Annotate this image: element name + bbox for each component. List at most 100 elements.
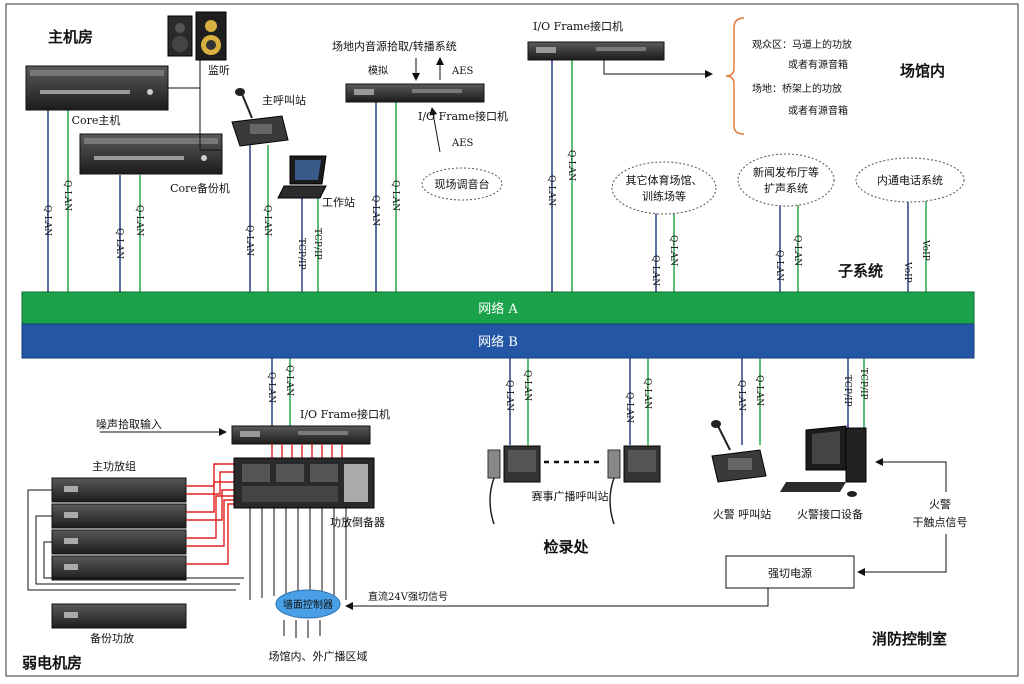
other-venues-line-1: 其它体育场馆、 [626,173,703,187]
svg-text:Q-LAN: Q-LAN [390,180,400,211]
svg-text:Q-LAN: Q-LAN [262,205,272,236]
strong-cut-label: 强切电源 [768,566,812,580]
svg-text:TCP/IP: TCP/IP [858,368,868,400]
other-venues-cloud [611,161,717,215]
workstation-label: 工作站 [322,195,355,209]
fire-paging-icon [711,420,767,483]
monitor-label: 监听 [208,64,230,77]
event-paging-station-2 [607,445,661,525]
event-paging-label: 赛事广播呼叫站 [532,489,609,503]
core-to-monitor [168,60,201,89]
amp-switcher-label: 功放倒备器 [330,515,385,529]
strong-cut-box [725,555,855,589]
venue-audio-label: 场地内音源拾取/转播系统 [332,39,457,53]
svg-text:VoIP: VoIP [920,239,930,261]
dc24-arrow [345,588,769,610]
fire-paging-label: 火警 呼叫站 [713,507,772,521]
backup-amp-device [51,603,187,629]
svg-text:Q-LAN: Q-LAN [754,375,764,406]
computer-icon [780,425,867,497]
io-frame-bottom-label: I/O Frame接口机 [300,407,390,421]
io-frame-top-label: I/O Frame接口机 [533,19,623,33]
io-frame-mid-device [345,83,485,103]
audience-line-2: 或者有源音箱 [788,58,848,71]
other-venues-line-2: 训练场等 [642,189,686,203]
red-wires [186,444,343,565]
svg-text:VoIP: VoIP [902,261,912,283]
fire-alarm-arrow-down [857,534,947,576]
dc24-label: 直流24V强切信号 [368,590,448,603]
svg-text:Q-LAN: Q-LAN [546,175,556,206]
svg-text:Q-LAN: Q-LAN [792,235,802,266]
press-cloud [737,153,835,207]
svg-text:Q-LAN: Q-LAN [42,205,52,236]
svg-text:Q-LAN: Q-LAN [370,195,380,226]
io-frame-mid-label: I/O Frame接口机 [418,109,508,123]
network-a-label: 网络 A [478,301,518,317]
mixer-arrow [429,107,441,153]
svg-text:Q-LAN: Q-LAN [668,235,678,266]
io-frame-bottom-device [231,425,371,445]
audience-line-1: 观众区：马道上的功放 [752,38,852,51]
subsystem-label: 子系统 [838,262,883,280]
intercom-label: 内通电话系统 [877,173,943,187]
network-b-bar [21,323,975,359]
analog-label: 模拟 [368,64,388,77]
noise-input-label: 噪声拾取输入 [96,417,162,431]
main-paging-icon [231,88,289,147]
svg-text:TCP/IP: TCP/IP [312,228,322,260]
svg-text:Q-LAN: Q-LAN [504,380,514,411]
outer-frame [5,3,1019,677]
amp-switcher-device [233,457,375,509]
svg-text:Q-LAN: Q-LAN [566,150,576,181]
core-main-label: Core主机 [72,113,121,127]
main-amp-stack [51,477,187,581]
mixer-label: 现场调音台 [435,177,490,191]
backup-to-monitor [199,88,222,151]
upper-links [47,60,927,323]
main-room-label: 主机房 [48,28,93,46]
switcher-output-cables [249,508,347,638]
press-line-2: 扩声系统 [764,181,808,195]
amp-wire-bundle [27,489,236,591]
fire-alarm-line-2: 干触点信号 [913,515,968,529]
venue-bracket [725,17,745,135]
aes-top-label: AES [451,66,474,77]
fire-interface-label: 火警接口设备 [797,507,863,521]
svg-text:Q-LAN: Q-LAN [266,372,276,403]
venue-inside-label: 场馆内 [900,62,945,80]
wall-controller-label: 墙面控制器 [283,598,333,611]
checkin-label: 检录处 [543,538,589,556]
backup-amp-label: 备份功放 [90,631,134,645]
core-backup-device [79,133,223,175]
network-b-label: 网络 B [478,334,518,350]
core-main-device [25,65,169,111]
svg-text:TCP/IP: TCP/IP [296,238,306,270]
svg-text:Q-LAN: Q-LAN [774,250,784,281]
svg-text:Q-LAN: Q-LAN [284,365,294,396]
intercom-cloud [855,157,965,203]
event-paging-station-1 [487,445,541,525]
audience-line-4: 或者有源音箱 [788,104,848,117]
main-amp-group-label: 主功放组 [92,459,136,473]
fire-alarm-line-1: 火警 [929,497,951,511]
svg-text:Q-LAN: Q-LAN [114,228,124,259]
svg-text:Q-LAN: Q-LAN [624,392,634,423]
press-line-1: 新闻发布厅等 [753,165,819,179]
svg-text:TCP/IP: TCP/IP [842,375,852,407]
svg-text:Q-LAN: Q-LAN [736,380,746,411]
io-frame-top-device [527,41,665,61]
core-backup-label: Core备份机 [170,181,230,195]
svg-text:Q-LAN: Q-LAN [522,370,532,401]
mixer-cloud [421,167,503,201]
aes-mid-label: AES [451,138,474,149]
monitor-speakers-icon [167,11,227,61]
svg-text:Q-LAN: Q-LAN [62,180,72,211]
weak-room-label: 弱电机房 [22,654,82,672]
audience-line-3: 场地：桥架上的功放 [752,82,842,95]
wall-controller-cloud [275,589,341,619]
svg-text:Q-LAN: Q-LAN [642,378,652,409]
svg-text:Q-LAN: Q-LAN [244,225,254,256]
svg-text:Q-LAN: Q-LAN [650,255,660,286]
